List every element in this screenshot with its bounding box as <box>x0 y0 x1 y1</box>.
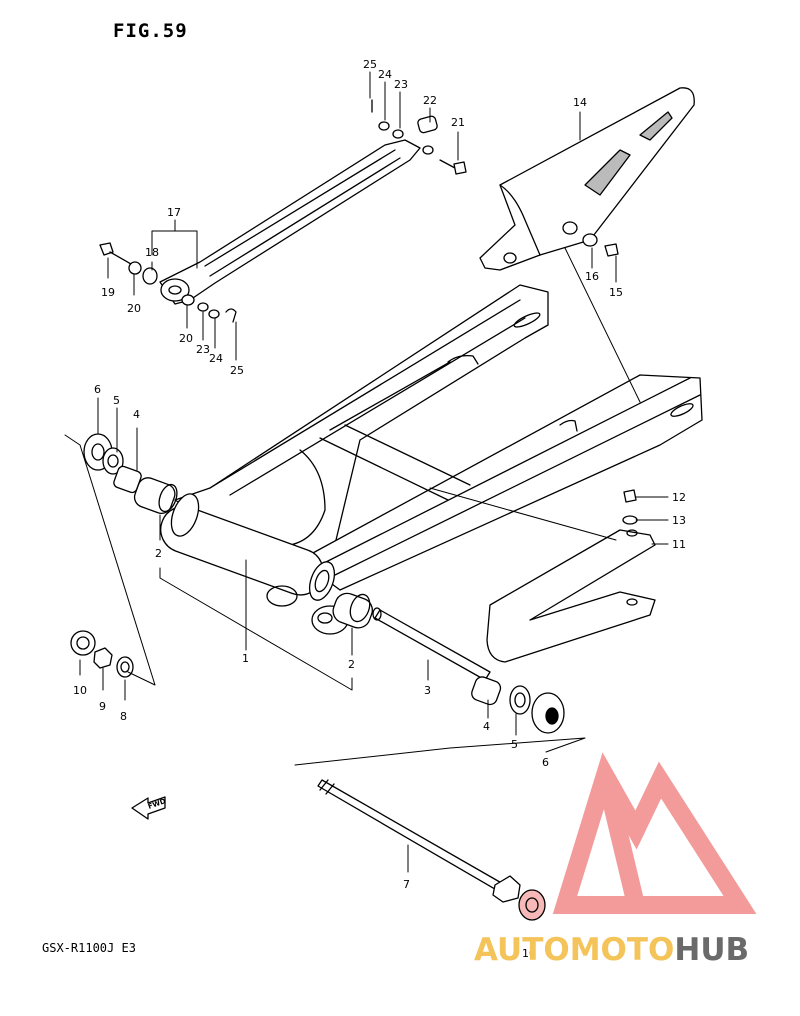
callout-14: 14 <box>573 96 587 109</box>
right-bearing <box>332 592 373 629</box>
callout-7: 7 <box>403 878 410 891</box>
model-code: GSX-R1100J E3 <box>42 941 136 955</box>
callout-1: 1 <box>242 652 249 665</box>
callout-5b: 5 <box>511 738 518 751</box>
watermark-brand-part-a: AUTOMOTO <box>474 932 675 968</box>
pivot-nut-lower <box>518 889 546 921</box>
callout-22: 22 <box>423 94 437 107</box>
pivot-sleeve <box>372 607 491 681</box>
leader-lines <box>64 71 669 873</box>
fasteners <box>99 99 638 525</box>
callout-19: 19 <box>101 286 115 299</box>
callout-2a: 2 <box>155 547 162 560</box>
callout-24a: 24 <box>378 68 392 81</box>
callout-10b: 10 <box>522 947 536 960</box>
callout-23b: 23 <box>196 343 210 356</box>
callout-6b: 6 <box>542 756 549 769</box>
figure-title: FIG.59 <box>113 20 188 42</box>
callout-24b: 24 <box>209 352 223 365</box>
chain-buffer <box>486 529 656 663</box>
callout-9: 9 <box>99 700 106 713</box>
callout-15: 15 <box>609 286 623 299</box>
callout-12: 12 <box>672 491 686 504</box>
callout-8: 8 <box>120 710 127 723</box>
callout-4a: 4 <box>133 408 140 421</box>
callout-17: 17 <box>167 206 181 219</box>
callout-25a: 25 <box>363 58 377 71</box>
swing-arm <box>160 284 703 635</box>
torque-rod <box>159 115 438 305</box>
callout-16: 16 <box>585 270 599 283</box>
callout-13: 13 <box>672 514 686 527</box>
callout-20b: 20 <box>179 332 193 345</box>
callout-6a: 6 <box>94 383 101 396</box>
pivot-shaft <box>317 779 521 903</box>
callout-11: 11 <box>672 538 686 551</box>
callout-10a: 10 <box>73 684 87 697</box>
watermark-brand-part-b: HUB <box>674 932 750 968</box>
callout-21: 21 <box>451 116 465 129</box>
callout-23a: 23 <box>394 78 408 91</box>
callout-4b: 4 <box>483 720 490 733</box>
left-pivot-parts <box>83 433 178 515</box>
callout-20a: 20 <box>127 302 141 315</box>
callout-labels: 1 2 2 3 4 4 5 5 6 6 7 8 9 10 10 11 12 13… <box>73 58 686 960</box>
callout-18: 18 <box>145 246 159 259</box>
right-pivot-parts <box>471 676 565 734</box>
callout-25b: 25 <box>230 364 244 377</box>
watermark-brand: AUTOMOTOHUB <box>474 932 749 968</box>
callout-2b: 2 <box>348 658 355 671</box>
watermark-logo-icon <box>552 752 757 914</box>
fwd-arrow-icon <box>131 796 166 820</box>
callout-3: 3 <box>424 684 431 697</box>
callout-5a: 5 <box>113 394 120 407</box>
chain-guard <box>479 87 695 271</box>
